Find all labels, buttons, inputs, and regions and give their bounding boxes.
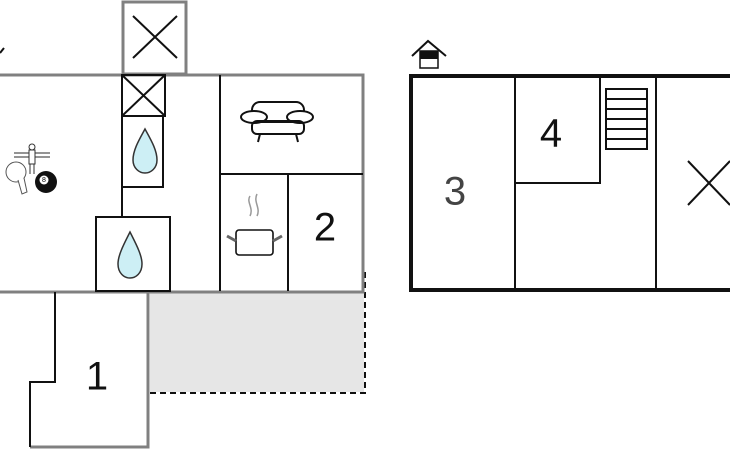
room-label-4: 4 — [540, 112, 562, 156]
room-label-2: 2 — [314, 206, 336, 250]
room-1-inner-wall — [29, 292, 56, 447]
games-icon: 8 — [5, 143, 57, 195]
cross-icon — [687, 160, 730, 206]
room-1-wall — [30, 292, 150, 449]
cooking-pot-icon — [226, 193, 283, 256]
stairs-icon — [605, 88, 648, 150]
sofa-icon — [240, 101, 314, 143]
svg-text:8: 8 — [42, 177, 46, 184]
cross-icon — [121, 74, 166, 117]
building-outline-right — [409, 74, 730, 292]
interior-walls — [121, 75, 363, 291]
terrace-dashed-outline — [150, 272, 366, 394]
room-label-3: 3 — [444, 170, 466, 214]
interior-walls-right — [514, 76, 657, 290]
water-drop-icon — [117, 230, 143, 279]
terrace-area — [150, 293, 364, 392]
cross-icon — [121, 0, 188, 76]
house-icon — [411, 39, 447, 69]
water-drop-icon — [132, 127, 158, 174]
room-label-1: 1 — [86, 355, 108, 399]
